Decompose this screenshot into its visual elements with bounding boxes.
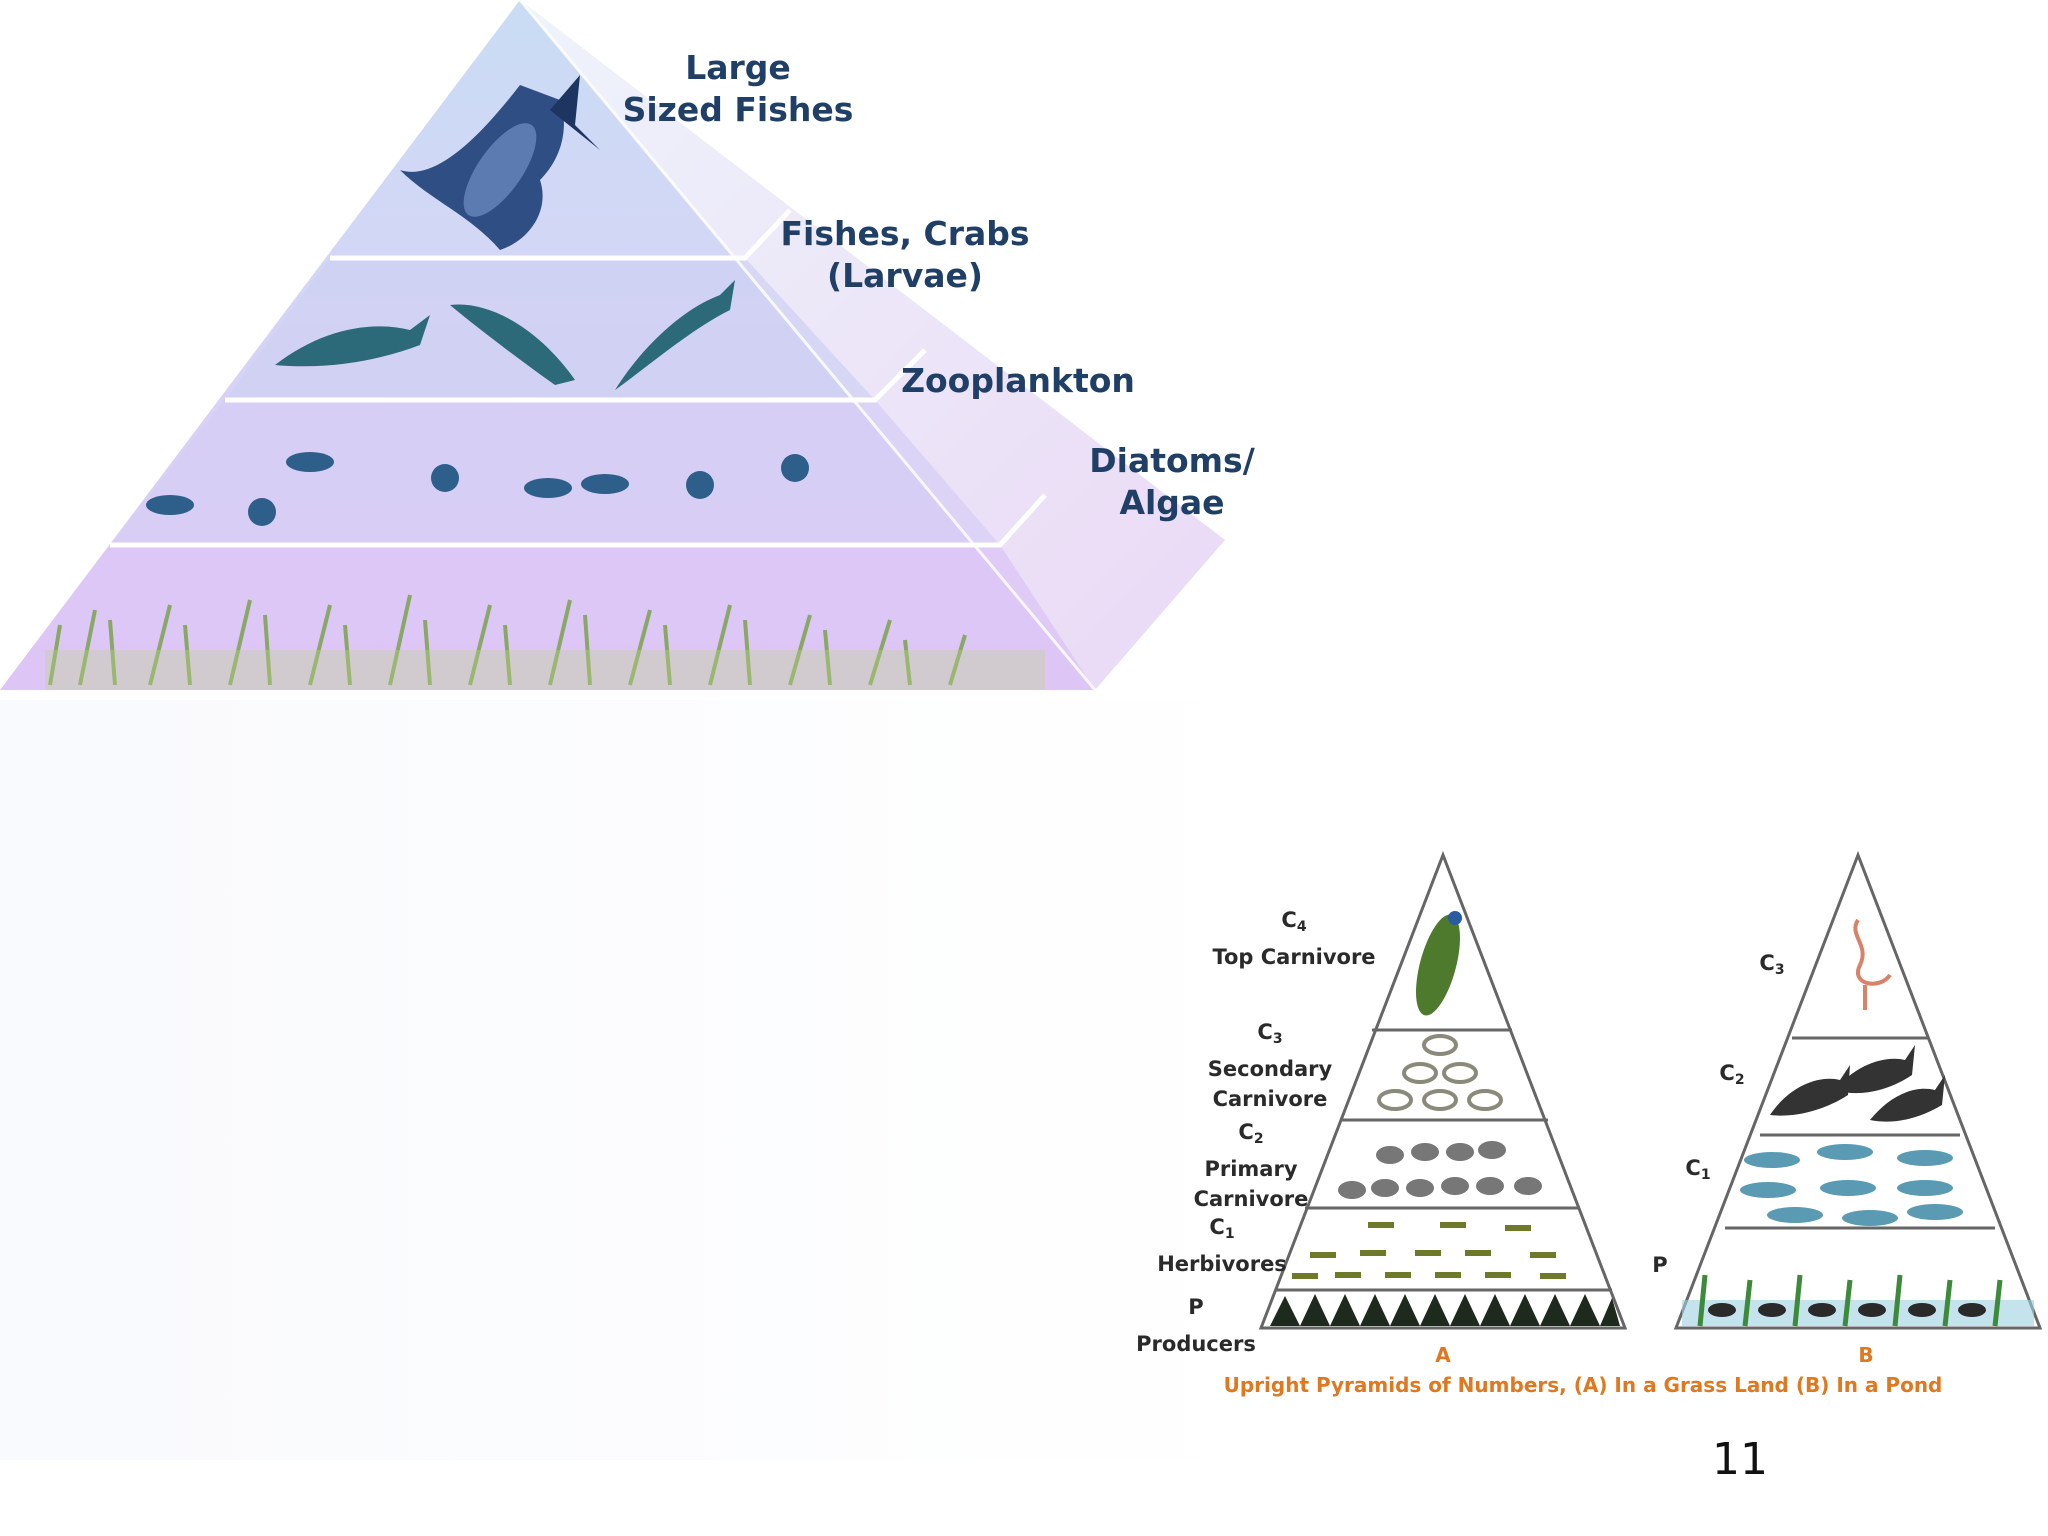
- pyramid-b-letter: B: [1858, 1343, 1874, 1367]
- page-number: 11: [1712, 1434, 1768, 1485]
- grassland-level-label: C2 Primary Carnivore: [1193, 1120, 1309, 1211]
- plant-icon: [1270, 1294, 1620, 1326]
- peacock-icon: [1416, 911, 1462, 1016]
- band-fishes: [225, 258, 875, 400]
- grasshopper-icon: [1292, 1222, 1566, 1279]
- grassland-level-label: P Producers: [1136, 1295, 1256, 1356]
- pyramid-a-letter: A: [1435, 1343, 1451, 1367]
- flamingo-icon: [1853, 918, 1892, 1010]
- marine-level-label: Diatoms/ Algae: [1089, 441, 1255, 522]
- pond-level-label: C3: [1759, 951, 1785, 978]
- grassland-level-label: C4 Top Carnivore: [1212, 908, 1376, 969]
- algae-grass-icon: [48, 594, 967, 686]
- grassland-level-label: C3 Secondary Carnivore: [1207, 1020, 1333, 1111]
- grassland-level-label: C1 Herbivores: [1157, 1215, 1287, 1276]
- marine-level-label: Zooplankton: [901, 361, 1135, 400]
- band-algae: [0, 545, 1095, 690]
- pyramids-caption: Upright Pyramids of Numbers, (A) In a Gr…: [1223, 1373, 1943, 1397]
- grassland-pyramid: [1258, 850, 1628, 1330]
- pond-level-label: C1: [1685, 1156, 1711, 1183]
- rat-icon: [1338, 1141, 1542, 1199]
- zooplankton-icon: [146, 452, 809, 526]
- snake-icon: [1377, 1034, 1503, 1111]
- pond-level-label: P: [1652, 1253, 1668, 1277]
- marine-level-label: Large Sized Fishes: [622, 48, 854, 129]
- marine-level-label: Fishes, Crabs (Larvae): [780, 214, 1030, 295]
- pond-level-label: C2: [1719, 1061, 1745, 1088]
- small-fish-icon: [1740, 1144, 1963, 1226]
- pond-pyramid: [1673, 850, 2043, 1330]
- fish-icon: [450, 304, 575, 385]
- large-fish-icon: [400, 75, 600, 250]
- band-zooplankton: [110, 400, 1000, 545]
- fish-icon: [615, 280, 735, 390]
- large-fish-icon: [1770, 1045, 1945, 1122]
- fish-icon: [275, 315, 430, 367]
- aquatic-plant-icon: [1682, 1274, 2034, 1327]
